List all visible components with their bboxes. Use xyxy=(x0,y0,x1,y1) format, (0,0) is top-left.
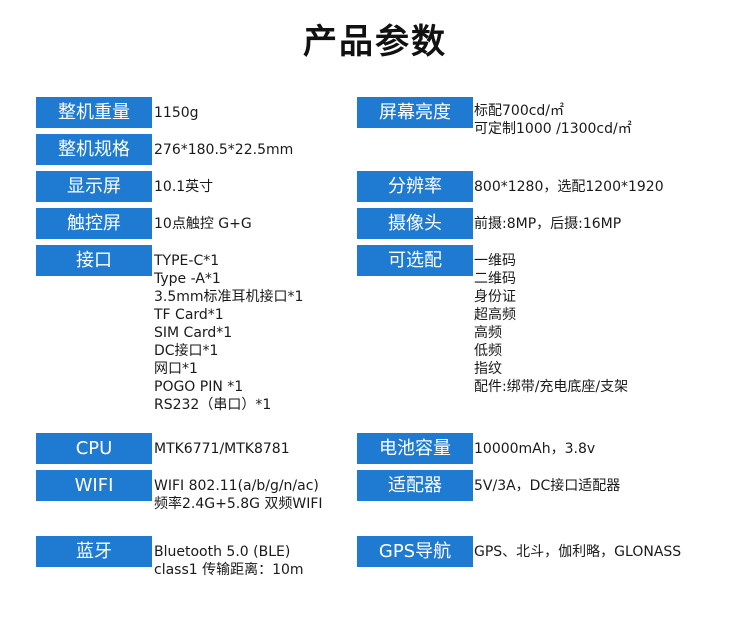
label-camera: 摄像头 xyxy=(357,208,473,239)
page-title: 产品参数 xyxy=(303,22,447,62)
value-line: 超高频 xyxy=(474,307,516,323)
value-battery: 10000mAh，3.8v xyxy=(474,440,595,458)
value-line: TYPE-C*1 xyxy=(154,253,220,269)
value-line: WIFI 802.11(a/b/g/n/ac) xyxy=(154,478,319,494)
label-cpu: CPU xyxy=(36,433,152,464)
value-line: 前摄:8MP，后摄:16MP xyxy=(474,216,622,232)
value-line: 身份证 xyxy=(474,289,516,305)
label-touch: 触控屏 xyxy=(36,208,152,239)
value-line: 配件:绑带/充电底座/支架 xyxy=(474,379,629,395)
value-line: 10000mAh，3.8v xyxy=(474,441,596,457)
value-line: 3.5mm标准耳机接口*1 xyxy=(154,289,304,305)
label-adapter: 适配器 xyxy=(357,470,473,501)
value-line: 276*180.5*22.5mm xyxy=(154,142,294,158)
value-line: 5V/3A，DC接口适配器 xyxy=(474,478,621,494)
label-weight: 整机重量 xyxy=(36,97,152,128)
label-size: 整机规格 xyxy=(36,134,152,165)
value-line: 低频 xyxy=(474,343,502,359)
value-bluetooth: Bluetooth 5.0 (BLE) class1 传输距离：10m xyxy=(154,543,304,579)
value-cpu: MTK6771/MTK8781 xyxy=(154,440,290,458)
value-line: SIM Card*1 xyxy=(154,325,233,341)
value-line: 800*1280，选配1200*1920 xyxy=(474,179,664,195)
label-ports: 接口 xyxy=(36,245,152,276)
label-brightness: 屏幕亮度 xyxy=(357,97,473,128)
value-line: DC接口*1 xyxy=(154,343,219,359)
label-resolution: 分辨率 xyxy=(357,171,473,202)
value-line: Bluetooth 5.0 (BLE) xyxy=(154,544,291,560)
value-line: 10点触控 G+G xyxy=(154,216,252,232)
value-options: 一维码 二维码 身份证 超高频 高频 低频 指纹 配件:绑带/充电底座/支架 xyxy=(474,252,628,396)
value-line: 一维码 xyxy=(474,253,516,269)
value-line: 高频 xyxy=(474,325,502,341)
value-weight: 1150g xyxy=(154,104,199,122)
value-wifi: WIFI 802.11(a/b/g/n/ac) 频率2.4G+5.8G 双频WI… xyxy=(154,477,323,513)
value-display: 10.1英寸 xyxy=(154,178,213,196)
value-line: 1150g xyxy=(154,105,199,121)
value-adapter: 5V/3A，DC接口适配器 xyxy=(474,477,620,495)
value-line: 指纹 xyxy=(474,361,502,377)
value-line: GPS、北斗，伽利略，GLONASS xyxy=(474,544,682,560)
value-ports: TYPE-C*1 Type -A*1 3.5mm标准耳机接口*1 TF Card… xyxy=(154,252,303,414)
value-gps: GPS、北斗，伽利略，GLONASS xyxy=(474,543,681,561)
label-wifi: WIFI xyxy=(36,470,152,501)
label-gps: GPS导航 xyxy=(357,536,473,567)
value-line: 网口*1 xyxy=(154,361,198,377)
value-touch: 10点触控 G+G xyxy=(154,215,252,233)
label-bluetooth: 蓝牙 xyxy=(36,536,152,567)
value-line: POGO PIN *1 xyxy=(154,379,244,395)
label-battery: 电池容量 xyxy=(357,433,473,464)
value-line: 10.1英寸 xyxy=(154,179,214,195)
value-size: 276*180.5*22.5mm xyxy=(154,141,293,159)
value-line: 频率2.4G+5.8G 双频WIFI xyxy=(154,496,323,512)
value-line: class1 传输距离：10m xyxy=(154,562,304,578)
value-resolution: 800*1280，选配1200*1920 xyxy=(474,178,664,196)
value-line: MTK6771/MTK8781 xyxy=(154,441,290,457)
value-line: 标配700cd/㎡ xyxy=(474,103,565,119)
value-line: TF Card*1 xyxy=(154,307,224,323)
value-line: RS232（串口）*1 xyxy=(154,397,272,413)
label-options: 可选配 xyxy=(357,245,473,276)
value-brightness: 标配700cd/㎡ 可定制1000 /1300cd/㎡ xyxy=(474,102,632,138)
value-line: Type -A*1 xyxy=(154,271,221,287)
label-display: 显示屏 xyxy=(36,171,152,202)
value-line: 可定制1000 /1300cd/㎡ xyxy=(474,121,632,137)
value-line: 二维码 xyxy=(474,271,516,287)
value-camera: 前摄:8MP，后摄:16MP xyxy=(474,215,621,233)
